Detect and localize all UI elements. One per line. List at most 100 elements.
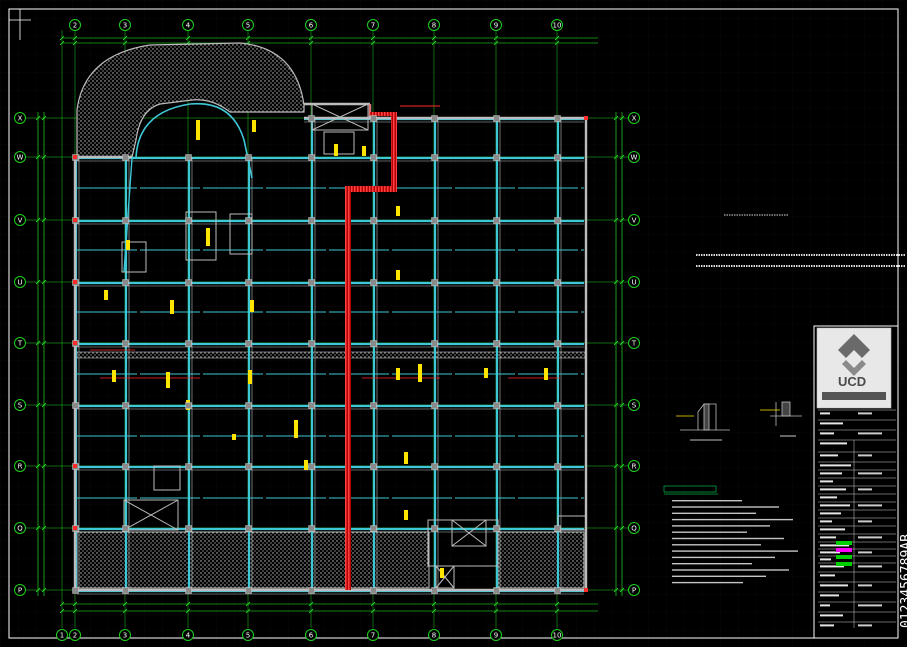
viewport-frame <box>8 8 899 639</box>
grid-bubble-left-W: W <box>14 151 26 163</box>
title-block-row-value <box>858 520 872 523</box>
grid-bubble-bottom-5: 5 <box>242 629 254 641</box>
grid-bubble-bottom-2: 2 <box>69 629 81 641</box>
grid-bubble-bottom-7: 7 <box>367 629 379 641</box>
column-marker <box>185 340 192 347</box>
grid-bubble-label: P <box>632 587 636 595</box>
grid-bubble-label: R <box>632 463 637 471</box>
grid-bubble-circle <box>628 584 640 596</box>
grid-bubble-bottom-4: 4 <box>182 629 194 641</box>
grid-bubble-circle <box>14 276 26 288</box>
yellow-tag <box>166 372 170 388</box>
interior-rooms <box>121 103 587 589</box>
grid-bubble-label: S <box>632 402 637 410</box>
note-line <box>672 506 779 508</box>
grid-bubble-label: U <box>631 279 636 287</box>
title-block-row-value <box>858 504 882 507</box>
column-marker <box>308 154 315 161</box>
column-marker <box>185 402 192 409</box>
grid-bubble-label: W <box>631 154 638 162</box>
grid-bubble-top-2: 2 <box>69 19 81 31</box>
grid-bubble-circle <box>14 460 26 472</box>
column-marker <box>185 463 192 470</box>
column-marker <box>122 463 129 470</box>
grid-bubble-right-P: P <box>628 584 640 596</box>
column-marker <box>431 217 438 224</box>
title-block-row-value <box>858 432 882 435</box>
column-marker <box>370 402 377 409</box>
grid-bubble-circle <box>119 629 131 641</box>
structural-beams <box>74 117 584 595</box>
grid-bubble-label: 10 <box>553 22 562 30</box>
title-block-row-value <box>858 551 872 554</box>
column-marker <box>431 587 438 594</box>
grid-bubble-circle <box>242 19 254 31</box>
red-pipeline <box>345 104 440 590</box>
grid-bubble-circle <box>14 584 26 596</box>
grid-bubble-circle <box>628 337 640 349</box>
grid-bubble-label: 9 <box>494 22 498 30</box>
grid-bubble-circle <box>551 19 563 31</box>
title-block-side-code: 0123456789AB <box>899 534 907 628</box>
column-marker <box>308 463 315 470</box>
note-line <box>672 569 789 571</box>
column-marker <box>493 525 500 532</box>
column-marker <box>554 115 561 122</box>
column-marker <box>185 154 192 161</box>
column-marker <box>185 279 192 286</box>
note-line <box>672 512 756 514</box>
yellow-tag <box>404 452 408 464</box>
grid-bubble-right-S: S <box>628 399 640 411</box>
column-marker <box>245 154 252 161</box>
column-marker <box>245 340 252 347</box>
column-marker <box>122 154 129 161</box>
title-block-row-text <box>820 604 830 607</box>
column-marker <box>554 402 561 409</box>
column-marker <box>245 525 252 532</box>
column-marker <box>185 587 192 594</box>
title-block-row-text <box>820 422 843 425</box>
atrium-left-wall <box>123 157 133 273</box>
grid-bubble-circle <box>551 629 563 641</box>
red-annotation-lines <box>90 349 560 379</box>
grid-bubble-circle <box>305 19 317 31</box>
column-marker <box>370 279 377 286</box>
column-marker <box>431 115 438 122</box>
column-marker-red <box>584 588 588 592</box>
section-detail-2 <box>760 401 802 437</box>
grid-bubble-circle <box>628 460 640 472</box>
yellow-tag <box>396 206 400 216</box>
column-marker <box>308 525 315 532</box>
column-marker <box>122 217 129 224</box>
title-block-row-text <box>820 551 840 554</box>
title-block-row-text <box>820 496 837 499</box>
title-block-row-text <box>820 544 849 547</box>
column-marker-red <box>584 116 588 120</box>
column-marker <box>370 525 377 532</box>
grid-bubble-bottom-3: 3 <box>119 629 131 641</box>
title-block-row-value <box>858 565 882 568</box>
column-marker-red <box>73 464 77 468</box>
grid-bubble-top-6: 6 <box>305 19 317 31</box>
column-marker <box>493 217 500 224</box>
grid-bubble-top-7: 7 <box>367 19 379 31</box>
yellow-tag <box>396 368 400 380</box>
yellow-tag <box>126 240 130 250</box>
grid-bubble-circle <box>14 337 26 349</box>
grid-bubble-label: 3 <box>123 632 127 640</box>
column-marker <box>370 115 377 122</box>
yellow-tag <box>304 460 308 470</box>
yellow-tag <box>252 120 256 132</box>
column-marker <box>554 525 561 532</box>
grid-bubble-bottom-10: 10 <box>551 629 563 641</box>
grid-bubble-bottom-8: 8 <box>428 629 440 641</box>
column-marker <box>245 587 252 594</box>
yellow-tag <box>396 270 400 280</box>
column-markers <box>72 115 588 594</box>
column-marker <box>554 279 561 286</box>
grid-bubble-label: 5 <box>246 632 250 640</box>
grid-bubble-left-Q: Q <box>14 522 26 534</box>
hatched-roof-area <box>76 42 305 158</box>
